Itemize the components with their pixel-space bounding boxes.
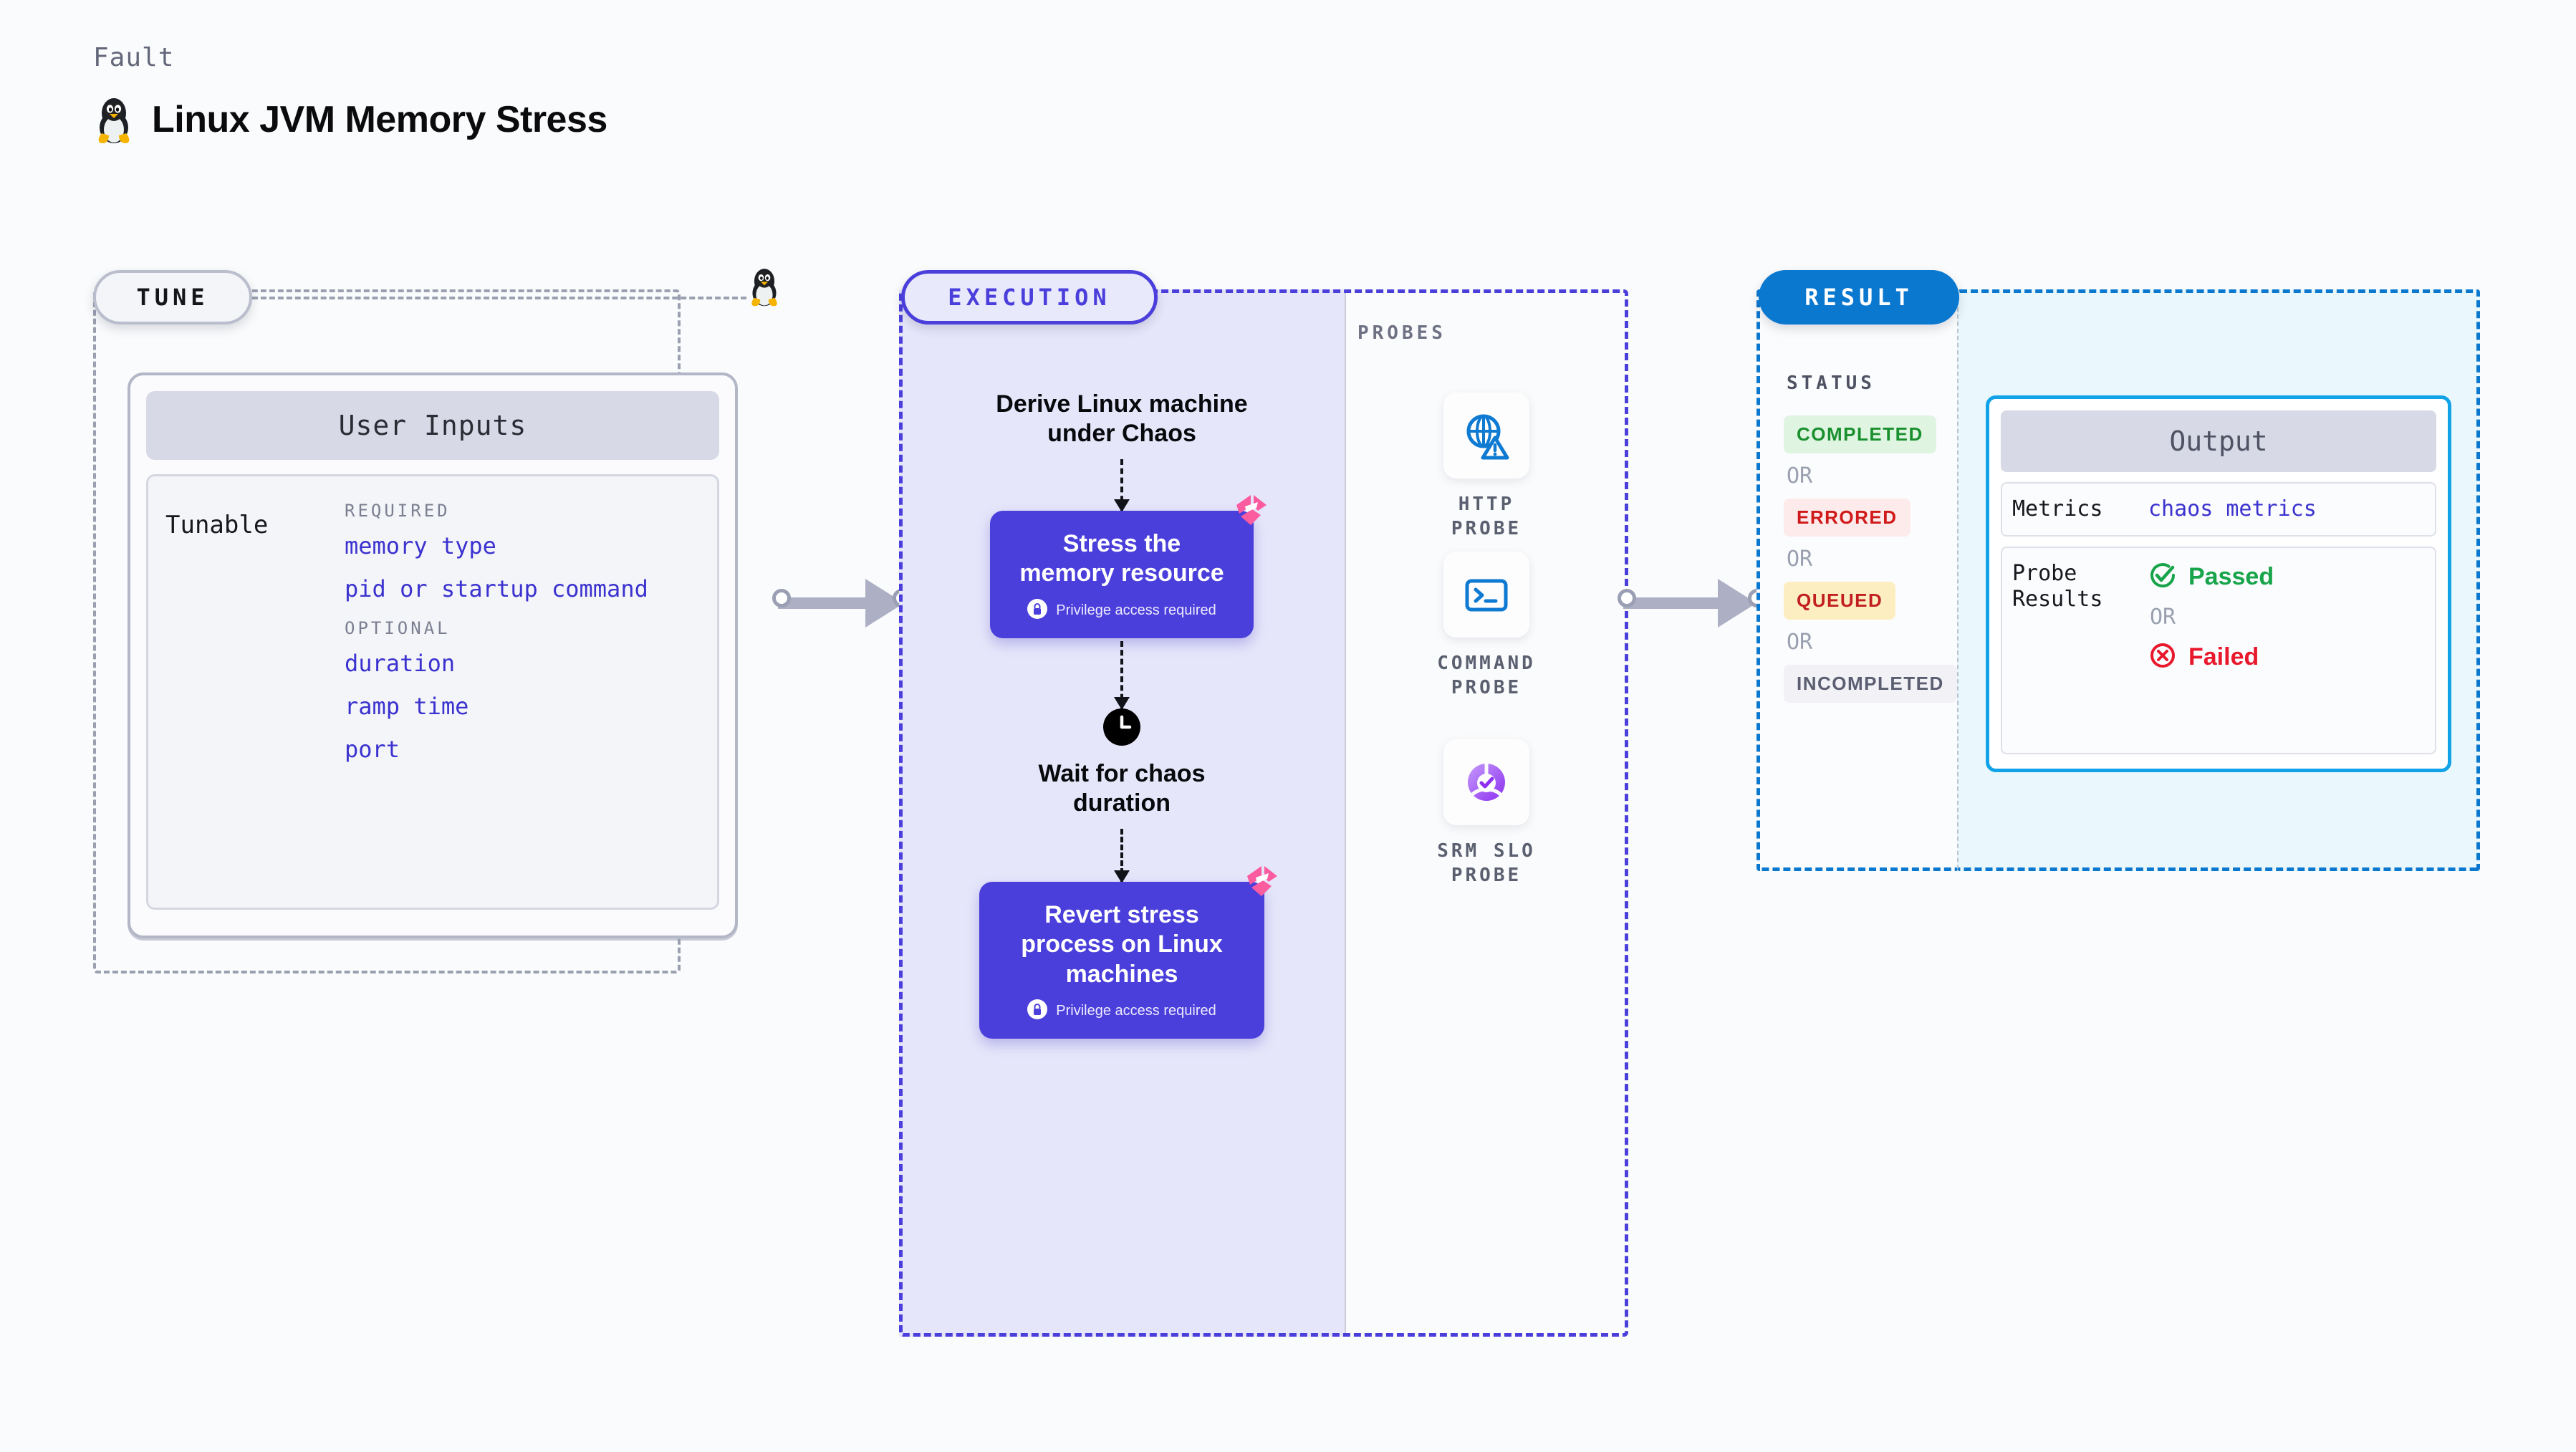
execution-flow: Derive Linux machine under Chaos Stress … xyxy=(899,289,1345,1337)
status-badge-queued: QUEUED xyxy=(1784,582,1896,620)
terminal-icon xyxy=(1443,552,1529,638)
page-header: Fault Linux JVM Memory Stress xyxy=(93,43,607,145)
probe-label-srm-slo: SRM SLO PROBE xyxy=(1437,840,1536,886)
status-badge-incompleted: INCOMPLETED xyxy=(1784,665,1957,703)
privilege-text-revert: Privilege access required xyxy=(1056,1003,1216,1019)
harness-flag-icon xyxy=(1240,863,1280,903)
lock-icon xyxy=(1027,999,1048,1023)
action-block-stress[interactable]: Stress the memory resource Privilege acc… xyxy=(990,494,1267,638)
probe-results-values: Passed OR Failed xyxy=(2148,561,2274,740)
action-title-revert: Revert stress process on Linux machines xyxy=(1021,900,1223,988)
field-memory-type[interactable]: memory type xyxy=(345,532,496,559)
tunable-label: Tunable xyxy=(165,511,269,539)
probe-item-http[interactable]: HTTP PROBE xyxy=(1429,393,1544,542)
flow-arrow-3 xyxy=(1114,828,1130,883)
status-title: STATUS xyxy=(1787,372,1875,394)
slo-check-icon xyxy=(1443,739,1529,825)
privilege-row-stress: Privilege access required xyxy=(1014,598,1229,622)
execution-region xyxy=(899,289,1628,1337)
stage-badge-result[interactable]: RESULT xyxy=(1759,270,1959,324)
probe-result-passed-label: Passed xyxy=(2188,563,2274,590)
output-row-metrics: Metrics chaos metrics xyxy=(2001,482,2436,537)
output-card: Output Metrics chaos metrics Probe Resul… xyxy=(1986,395,2451,772)
title-row: Linux JVM Memory Stress xyxy=(93,94,607,145)
probe-result-passed: Passed xyxy=(2148,561,2274,593)
flow-step-wait: Wait for chaos duration xyxy=(1038,759,1206,817)
or-separator: OR xyxy=(1787,547,1813,572)
user-inputs-title: User Inputs xyxy=(146,391,719,460)
probes-label: PROBES xyxy=(1357,322,1446,344)
field-pid-or-startup-command[interactable]: pid or startup command xyxy=(345,575,648,602)
status-badge-errored: ERRORED xyxy=(1784,499,1911,537)
or-separator-probe: OR xyxy=(2150,605,2176,630)
flow-arrow-1 xyxy=(1114,458,1130,512)
tunable-box: Tunable REQUIRED memory type pid or star… xyxy=(146,474,719,910)
tune-top-dashed-line xyxy=(252,297,746,299)
connector-tune-to-execution xyxy=(772,579,913,628)
field-duration[interactable]: duration xyxy=(345,650,456,677)
or-separator: OR xyxy=(1787,463,1813,489)
lock-icon xyxy=(1027,598,1048,622)
output-key-probe-results: Probe Results xyxy=(2012,561,2103,612)
probe-label-http: HTTP PROBE xyxy=(1451,494,1522,539)
flow-step-derive: Derive Linux machine under Chaos xyxy=(996,390,1248,448)
harness-flag-icon xyxy=(1229,492,1269,532)
status-badge-completed: COMPLETED xyxy=(1784,415,1936,453)
result-status-region xyxy=(1756,289,1959,871)
stage-badge-execution[interactable]: EXECUTION xyxy=(901,270,1158,324)
clock-icon xyxy=(1103,708,1140,749)
field-group-title-required: REQUIRED xyxy=(345,501,451,521)
flow-arrow-2 xyxy=(1114,640,1130,710)
probe-item-srm-slo[interactable]: SRM SLO PROBE xyxy=(1429,739,1544,888)
or-separator: OR xyxy=(1787,630,1813,655)
probe-item-command[interactable]: COMMAND PROBE xyxy=(1429,552,1544,701)
probe-result-failed-label: Failed xyxy=(2188,643,2259,670)
output-row-probe-results: Probe Results Passed OR xyxy=(2001,547,2436,754)
field-ramp-time[interactable]: ramp time xyxy=(345,693,469,720)
globe-alert-icon xyxy=(1443,393,1529,479)
page-title: Linux JVM Memory Stress xyxy=(152,99,607,140)
tunable-fields: REQUIRED memory type pid or startup comm… xyxy=(345,496,648,908)
fault-kicker: Fault xyxy=(93,43,175,72)
stage-badge-tune[interactable]: TUNE xyxy=(93,270,252,324)
linux-penguin-icon-marker xyxy=(747,265,782,308)
privilege-text-stress: Privilege access required xyxy=(1056,602,1216,618)
probe-result-failed: Failed xyxy=(2148,641,2274,673)
field-group-title-optional: OPTIONAL xyxy=(345,618,451,638)
privilege-row-revert: Privilege access required xyxy=(1004,999,1240,1023)
action-block-revert[interactable]: Revert stress process on Linux machines … xyxy=(979,865,1277,1039)
user-inputs-card: User Inputs Tunable REQUIRED memory type… xyxy=(128,372,738,938)
field-port[interactable]: port xyxy=(345,736,400,763)
probe-label-command: COMMAND PROBE xyxy=(1437,653,1536,698)
x-circle-icon xyxy=(2148,641,2177,673)
check-circle-icon xyxy=(2148,561,2177,593)
output-value-chaos-metrics[interactable]: chaos metrics xyxy=(2148,496,2317,521)
output-key-metrics: Metrics xyxy=(2012,496,2103,521)
output-title: Output xyxy=(2001,410,2436,472)
connector-execution-to-result xyxy=(1618,579,1769,628)
status-list: COMPLETED OR ERRORED OR QUEUED OR INCOMP… xyxy=(1784,415,1963,703)
action-title-stress: Stress the memory resource xyxy=(1019,529,1224,587)
linux-penguin-icon xyxy=(93,94,135,145)
